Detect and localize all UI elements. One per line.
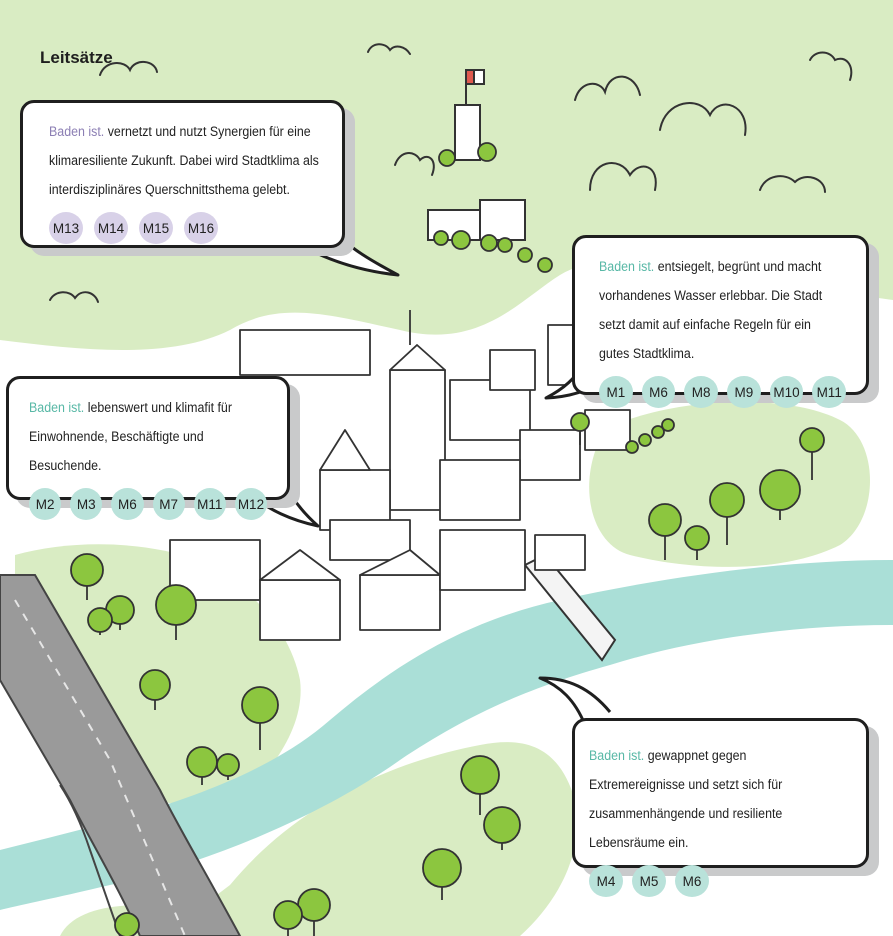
measure-tags: M1 M6 M8 M9 M10 M11: [599, 376, 847, 408]
measure-tag: M5: [632, 865, 666, 897]
measure-tag: M10: [769, 376, 804, 408]
bubble-body: vernetzt und nutzt Synergien für eine kl…: [49, 124, 319, 197]
measure-tag: M7: [152, 488, 185, 520]
page-title: Leitsätze: [40, 48, 113, 67]
bubble-body: entsiegelt, begrünt und macht vorhandene…: [599, 259, 823, 361]
measure-tag: M16: [184, 212, 218, 244]
road: [0, 574, 242, 936]
measure-tag: M8: [684, 376, 719, 408]
measure-tag: M15: [139, 212, 173, 244]
bubble-lead: Baden ist.: [589, 748, 645, 763]
bubble-lead: Baden ist.: [29, 400, 85, 415]
measure-tag: M9: [727, 376, 761, 408]
bubble-text: Baden ist. lebenswert und klimafit für E…: [29, 393, 265, 480]
bubble-lead: Baden ist.: [49, 124, 105, 139]
measure-tag: M11: [812, 376, 847, 408]
bubble-vernetzt: Baden ist. vernetzt und nutzt Synergien …: [20, 100, 345, 248]
measure-tag: M4: [589, 865, 623, 897]
measure-tag: M3: [70, 488, 103, 520]
river: [0, 560, 893, 910]
tower: [454, 69, 485, 161]
bubble-text: Baden ist. gewappnet gegen Extremereigni…: [589, 741, 844, 857]
bubble-text: Baden ist. vernetzt und nutzt Synergien …: [49, 117, 320, 204]
measure-tag: M13: [49, 212, 83, 244]
bubble-text: Baden ist. entsiegelt, begrünt und macht…: [599, 252, 844, 368]
measure-tag: M11: [193, 488, 226, 520]
measure-tags: M13 M14 M15 M16: [49, 212, 322, 244]
bubble-lebenswert: Baden ist. lebenswert und klimafit für E…: [6, 376, 290, 520]
bubble-gewappnet: Baden ist. gewappnet gegen Extremereigni…: [572, 718, 869, 897]
bubble-entsiegelt: Baden ist. entsiegelt, begrünt und macht…: [572, 235, 869, 408]
old-town-buildings: [169, 310, 631, 641]
measure-tag: M6: [675, 865, 709, 897]
bubble-lead: Baden ist.: [599, 259, 655, 274]
bubble-body: gewappnet gegen Extremereignisse und set…: [589, 748, 783, 850]
measure-tags: M4 M5 M6: [589, 865, 846, 897]
measure-tags: M2 M3 M6 M7 M11 M12: [29, 488, 268, 520]
bubble-body: lebenswert und klimafit für Einwohnende,…: [29, 400, 232, 473]
measure-tag: M12: [234, 488, 268, 520]
measure-tag: M2: [29, 488, 62, 520]
measure-tag: M14: [94, 212, 128, 244]
trees: [70, 142, 825, 936]
measure-tag: M6: [111, 488, 144, 520]
measure-tag: M1: [599, 376, 633, 408]
measure-tag: M6: [641, 376, 676, 408]
